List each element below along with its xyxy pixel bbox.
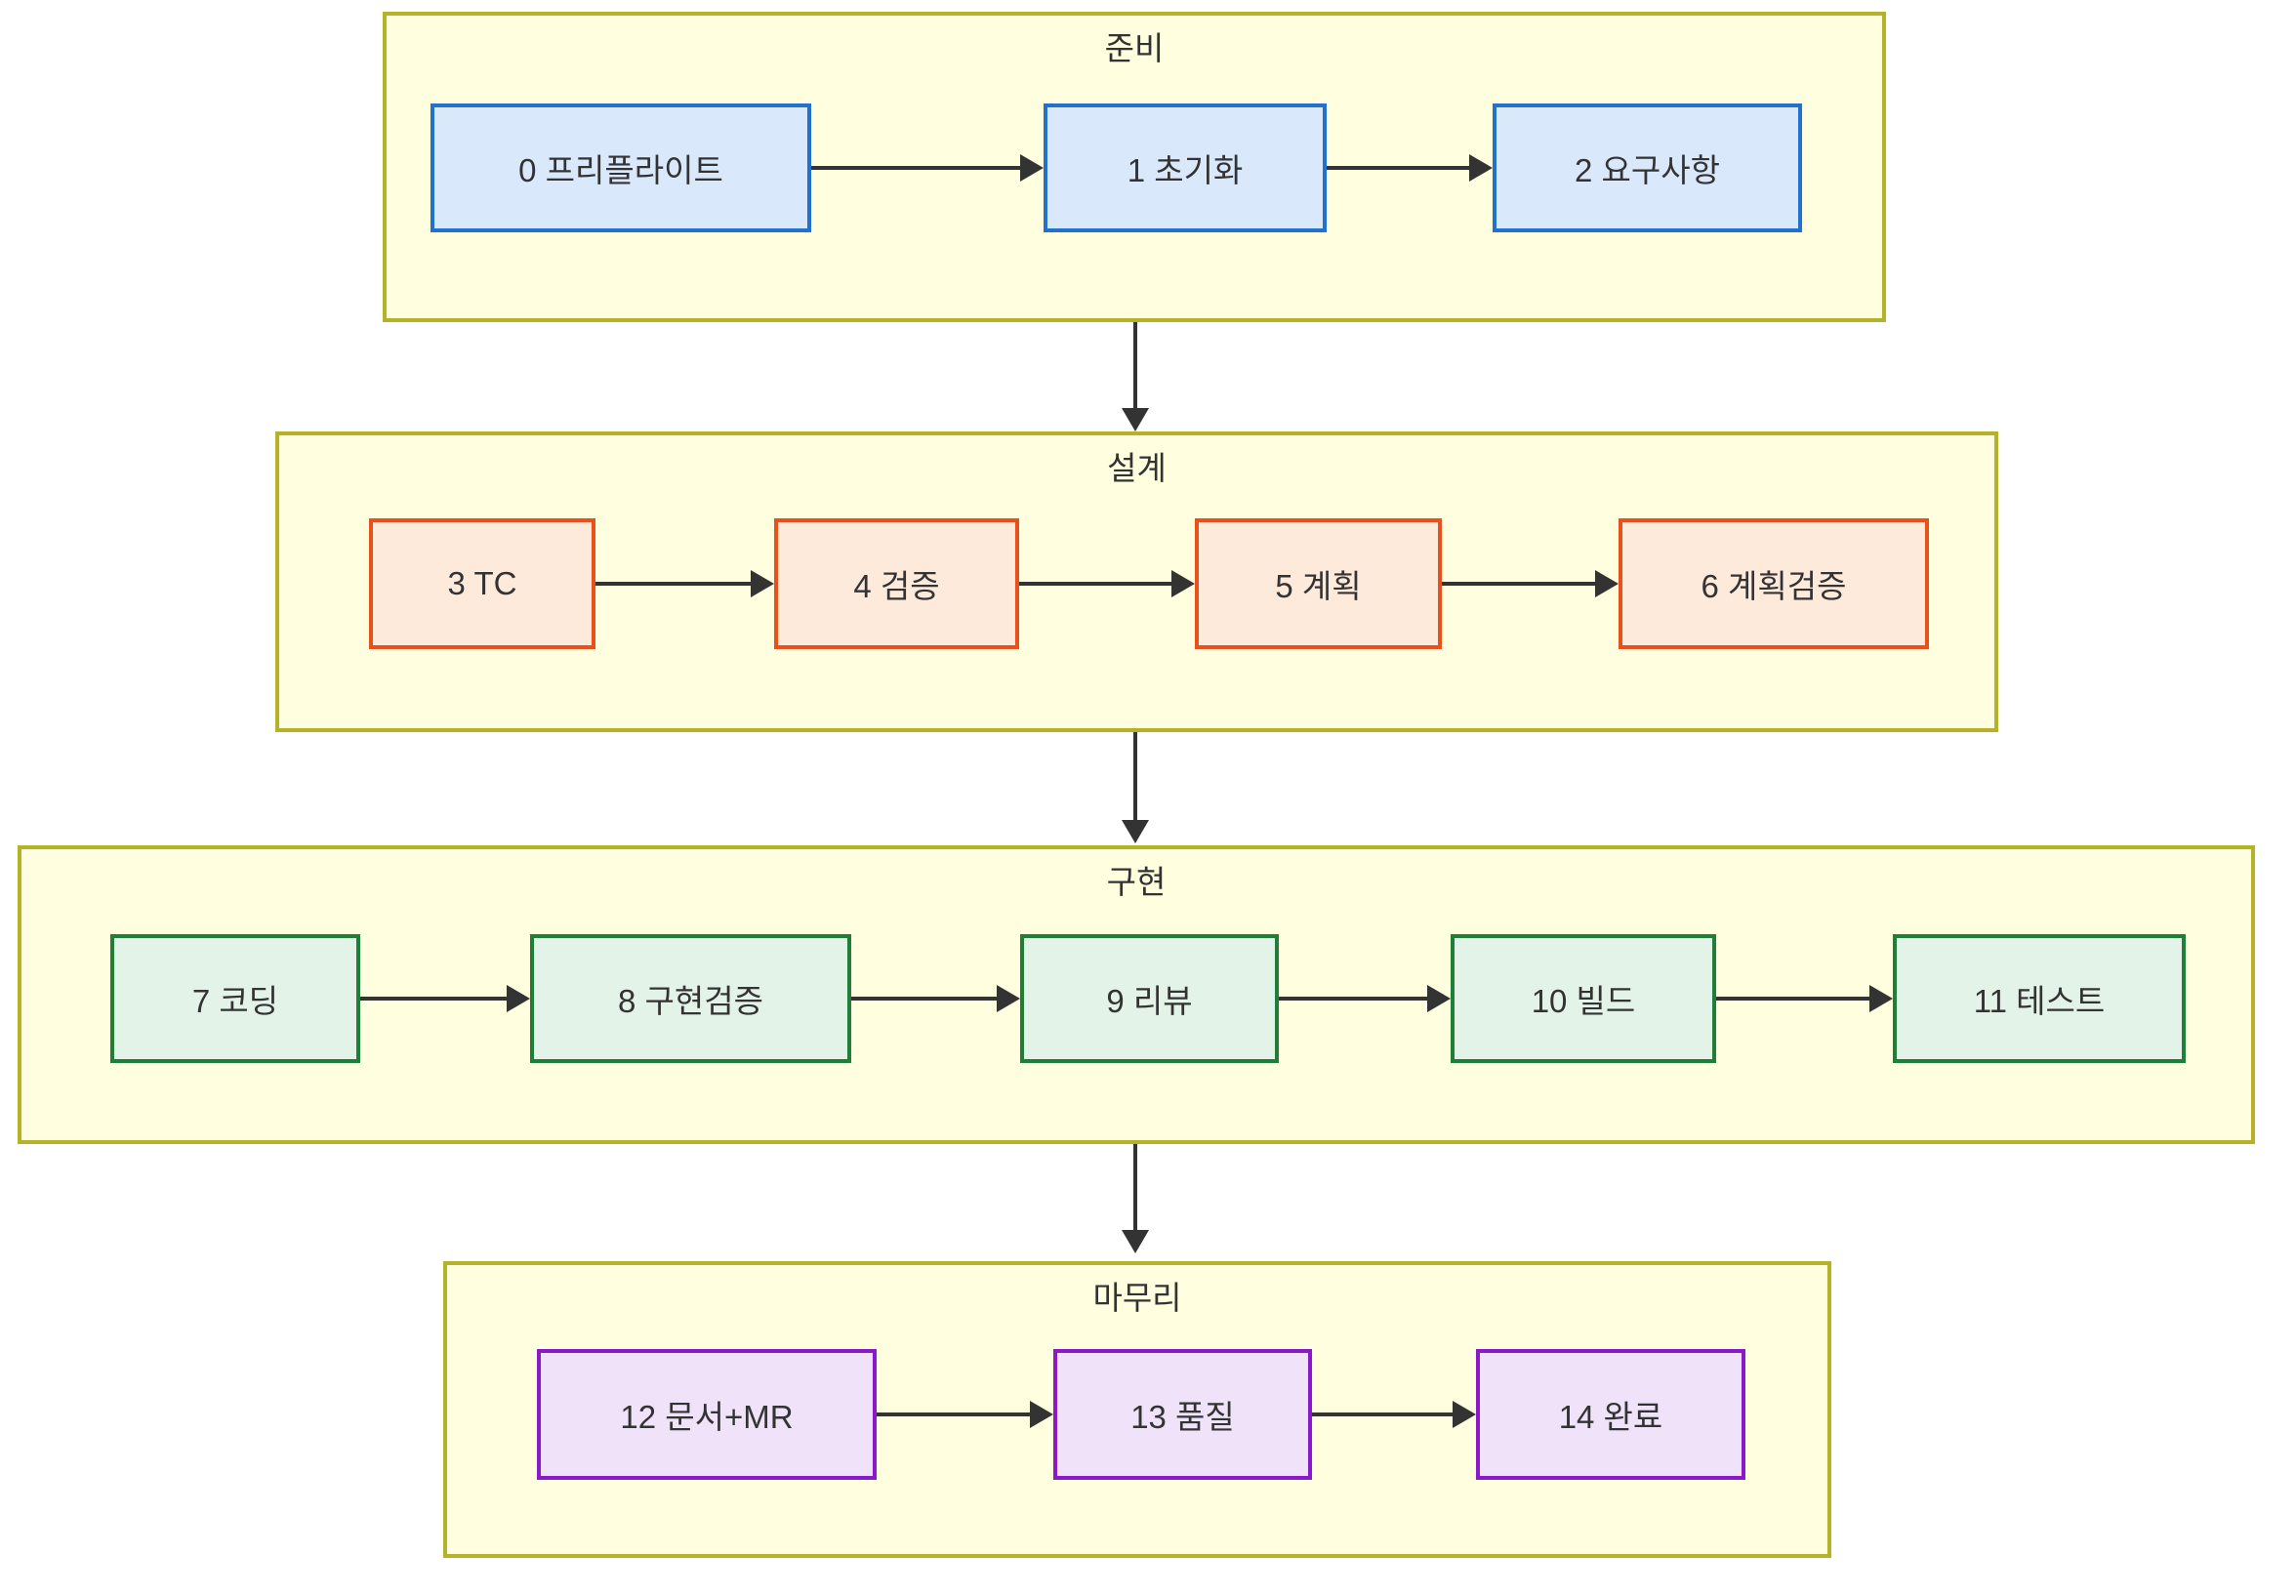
connector-implementation-wrapup xyxy=(1133,1144,1137,1232)
arrowhead-node3-node4 xyxy=(751,570,774,597)
connector-node4-node5 xyxy=(1019,582,1171,586)
arrowhead-node5-node6 xyxy=(1595,570,1619,597)
phase-group-preparation[interactable]: 준비 0 프리플라이트 1 초기화 2 요구사항 xyxy=(383,12,1886,322)
connector-preparation-design xyxy=(1133,322,1137,410)
node-6-plan-verification[interactable]: 6 계획검증 xyxy=(1619,518,1929,649)
node-6-label: 6 계획검증 xyxy=(1701,568,1847,604)
node-1-label: 1 초기화 xyxy=(1127,152,1244,188)
connector-node1-node2 xyxy=(1327,166,1469,170)
node-2-label: 2 요구사항 xyxy=(1575,152,1720,188)
node-13-label: 13 품질 xyxy=(1130,1399,1235,1435)
arrowhead-preparation-design xyxy=(1122,408,1149,431)
phase-group-design[interactable]: 설계 3 TC 4 검증 5 계획 6 계획검증 xyxy=(275,431,1998,732)
node-14-complete[interactable]: 14 완료 xyxy=(1476,1349,1745,1480)
connector-design-implementation xyxy=(1133,732,1137,822)
arrowhead-node13-node14 xyxy=(1453,1401,1476,1428)
node-12-label: 12 문서+MR xyxy=(620,1399,794,1435)
phase-title-preparation: 준비 xyxy=(1104,30,1165,66)
arrowhead-node0-node1 xyxy=(1020,154,1044,182)
arrowhead-node10-node11 xyxy=(1869,985,1893,1012)
node-5-plan[interactable]: 5 계획 xyxy=(1195,518,1442,649)
node-8-label: 8 구현검증 xyxy=(618,983,763,1019)
node-13-quality[interactable]: 13 품질 xyxy=(1053,1349,1312,1480)
arrowhead-node9-node10 xyxy=(1427,985,1451,1012)
node-1-init[interactable]: 1 초기화 xyxy=(1044,103,1327,232)
node-11-label: 11 테스트 xyxy=(1973,983,2106,1019)
connector-node12-node13 xyxy=(877,1412,1030,1416)
node-5-label: 5 계획 xyxy=(1275,568,1362,604)
node-11-test[interactable]: 11 테스트 xyxy=(1893,934,2186,1063)
phase-title-design: 설계 xyxy=(1107,450,1167,486)
node-3-label: 3 TC xyxy=(447,565,517,601)
connector-node13-node14 xyxy=(1312,1412,1453,1416)
node-7-coding[interactable]: 7 코딩 xyxy=(110,934,360,1063)
node-10-label: 10 빌드 xyxy=(1531,983,1636,1019)
node-2-requirements[interactable]: 2 요구사항 xyxy=(1493,103,1802,232)
phase-group-implementation[interactable]: 구현 7 코딩 8 구현검증 9 리뷰 10 빌드 11 테스트 xyxy=(18,845,2255,1144)
arrowhead-node8-node9 xyxy=(997,985,1020,1012)
node-4-label: 4 검증 xyxy=(853,568,940,604)
node-9-label: 9 리뷰 xyxy=(1106,983,1193,1019)
connector-node0-node1 xyxy=(811,166,1020,170)
connector-node9-node10 xyxy=(1279,997,1427,1001)
node-7-label: 7 코딩 xyxy=(191,983,279,1019)
phase-group-wrapup[interactable]: 마무리 12 문서+MR 13 품질 14 완료 xyxy=(443,1261,1831,1558)
arrowhead-node1-node2 xyxy=(1469,154,1493,182)
node-8-impl-verification[interactable]: 8 구현검증 xyxy=(530,934,851,1063)
arrowhead-node4-node5 xyxy=(1171,570,1195,597)
arrowhead-design-implementation xyxy=(1122,820,1149,843)
node-14-label: 14 완료 xyxy=(1558,1399,1663,1435)
arrowhead-node12-node13 xyxy=(1030,1401,1053,1428)
node-0-label: 0 프리플라이트 xyxy=(518,152,723,188)
connector-node8-node9 xyxy=(851,997,997,1001)
connector-node10-node11 xyxy=(1716,997,1869,1001)
node-9-review[interactable]: 9 리뷰 xyxy=(1020,934,1279,1063)
connector-node3-node4 xyxy=(595,582,751,586)
node-4-verification[interactable]: 4 검증 xyxy=(774,518,1019,649)
node-3-tc[interactable]: 3 TC xyxy=(369,518,595,649)
phase-title-wrapup: 마무리 xyxy=(1092,1280,1182,1316)
connector-node5-node6 xyxy=(1442,582,1595,586)
arrowhead-implementation-wrapup xyxy=(1122,1230,1149,1253)
node-10-build[interactable]: 10 빌드 xyxy=(1451,934,1716,1063)
node-12-docs-mr[interactable]: 12 문서+MR xyxy=(537,1349,877,1480)
node-0-preflight[interactable]: 0 프리플라이트 xyxy=(430,103,811,232)
arrowhead-node7-node8 xyxy=(507,985,530,1012)
phase-title-implementation: 구현 xyxy=(1106,864,1167,900)
connector-node7-node8 xyxy=(360,997,507,1001)
